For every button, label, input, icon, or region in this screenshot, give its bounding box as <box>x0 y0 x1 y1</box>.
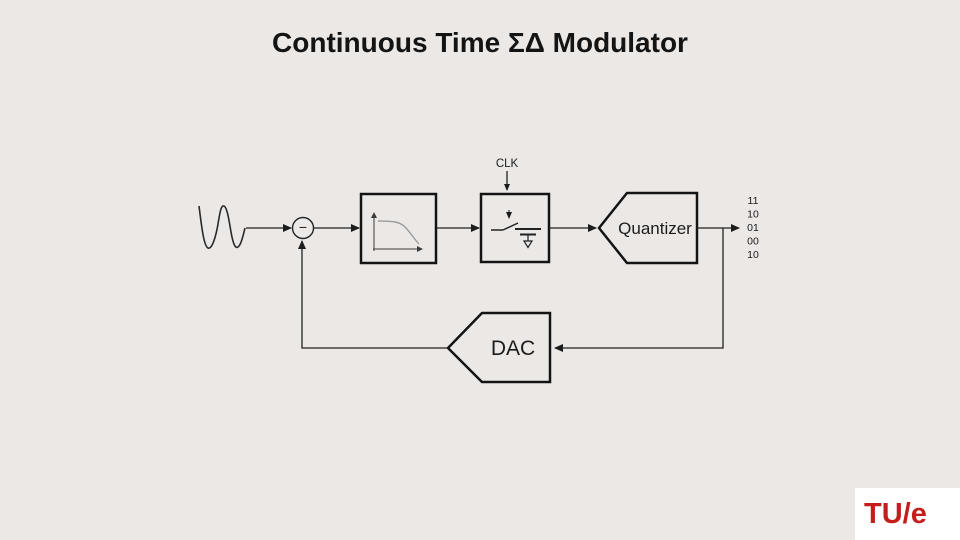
tue-logo-text: TU/e <box>864 497 927 530</box>
lowpass-response-curve-icon <box>377 220 420 245</box>
feedback-wire-right <box>554 228 724 352</box>
output-bit: 10 <box>747 249 759 261</box>
sampler-block <box>479 192 551 264</box>
output-bitstream: 11 10 01 00 10 <box>747 195 759 261</box>
output-bit: 11 <box>748 195 759 207</box>
dac-shape <box>446 311 552 384</box>
dac-label: DAC <box>491 337 535 360</box>
page-title: Continuous Time ΣΔ Modulator <box>272 27 688 58</box>
quantizer-label: Quantizer <box>618 219 692 238</box>
minus-sign: − <box>299 219 307 235</box>
dac-block: DAC <box>446 311 552 384</box>
output-bit: 10 <box>747 209 759 221</box>
loop-filter-block <box>359 192 438 265</box>
input-sine-wave-icon <box>198 205 246 249</box>
clk-label: CLK <box>496 158 519 170</box>
tue-logo: TU/e <box>855 488 960 540</box>
quantizer-block: Quantizer <box>597 191 699 265</box>
ground-arrow-icon <box>522 240 534 249</box>
feedback-wire-left <box>298 240 448 349</box>
output-bit: 00 <box>747 236 759 248</box>
summing-junction: − <box>291 216 315 240</box>
output-bit: 01 <box>747 222 759 234</box>
switch-arm-icon <box>502 222 519 231</box>
loop-filter-box <box>359 192 438 265</box>
